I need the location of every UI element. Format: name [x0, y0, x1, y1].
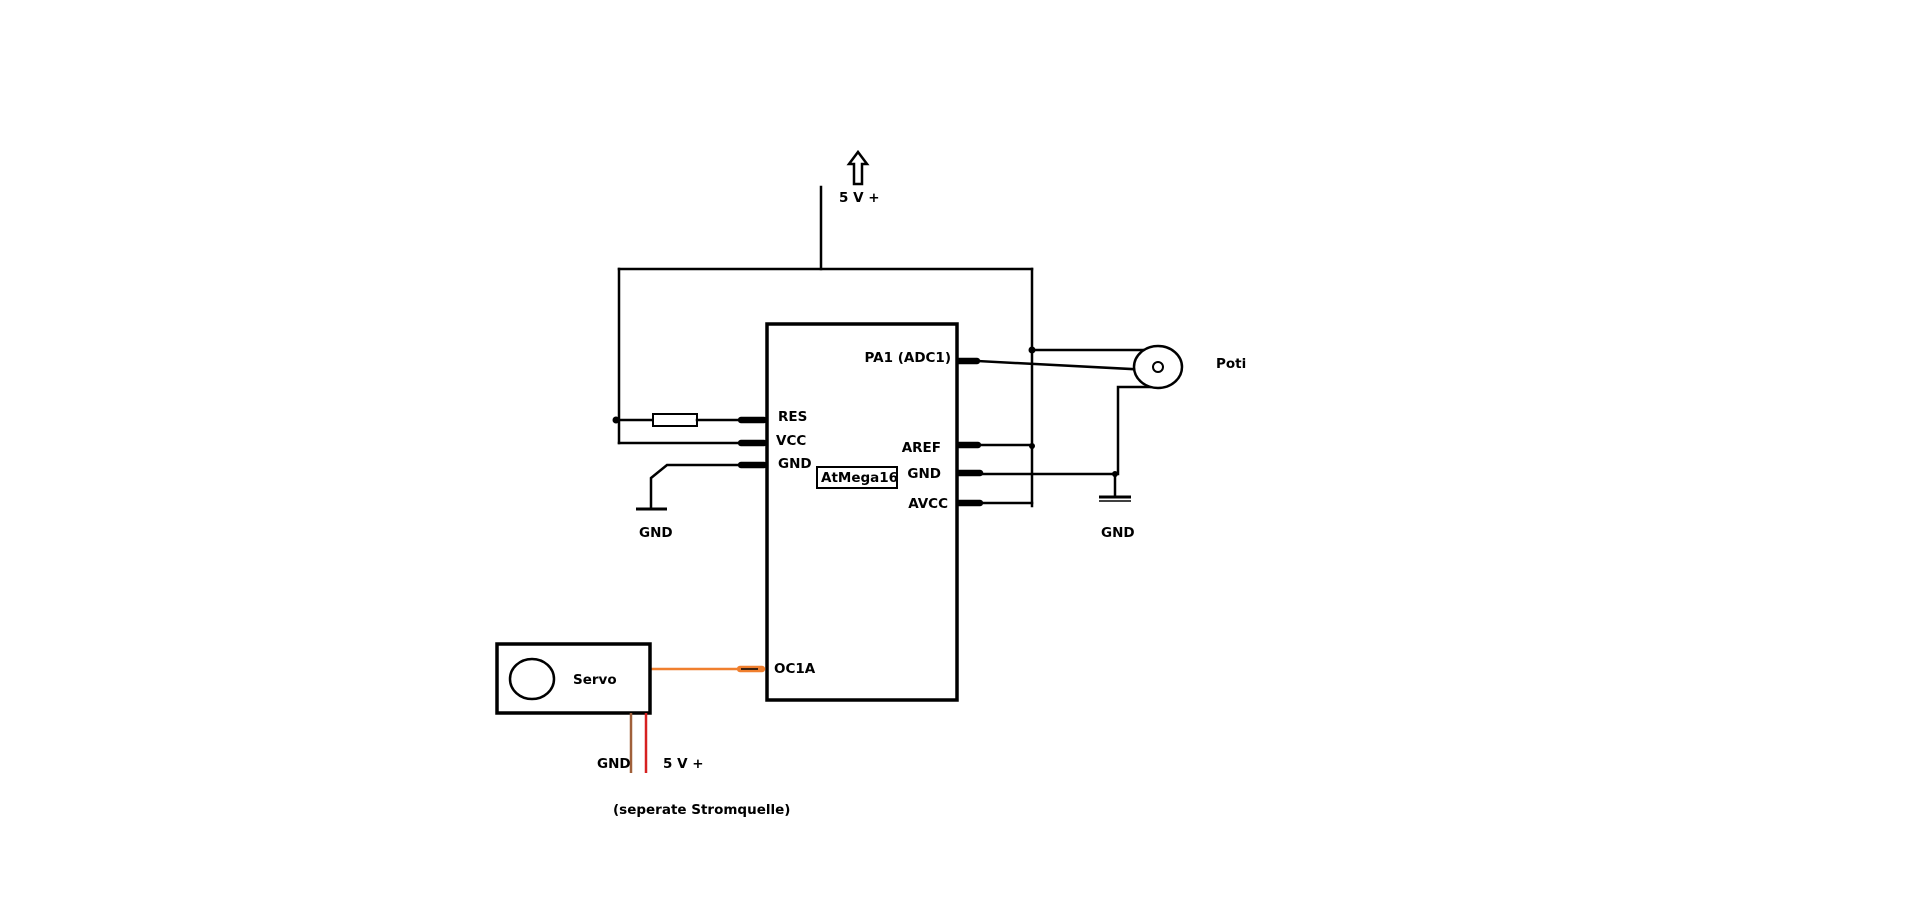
pot-gnd-wire: [1116, 385, 1152, 476]
gnd-right-label: GND: [1101, 525, 1135, 541]
servo-note: (seperate Stromquelle): [613, 802, 790, 818]
pin-label-pa1: PA1 (ADC1): [865, 350, 952, 366]
chip-name-box: [816, 466, 898, 489]
pin-label-vcc: VCC: [776, 433, 806, 449]
pin-label-gnd: GND: [778, 456, 812, 472]
pot-label: Poti: [1216, 356, 1246, 372]
junction-dot: [1029, 443, 1035, 449]
junction-dot: [1028, 346, 1036, 354]
servo-label: Servo: [573, 672, 617, 688]
potentiometer-knob-icon: [1152, 361, 1164, 373]
supply-label: 5 V +: [839, 190, 880, 206]
pot-wiper-wire: [975, 359, 1152, 372]
servo-gnd-label: GND: [597, 756, 631, 772]
chip-body: [765, 322, 959, 702]
supply-arrow-icon: [846, 149, 870, 186]
servo-horn-icon: [508, 657, 556, 701]
pin-label-avcc: AVCC: [908, 496, 948, 512]
pin-label-aref: AREF: [902, 440, 941, 456]
pin-label-res: RES: [778, 409, 807, 425]
pin-label-oc1a: OC1A: [774, 661, 816, 677]
pullup-resistor: [652, 413, 698, 427]
gnd-left-label: GND: [639, 525, 673, 541]
chip-name: AtMega16: [821, 470, 898, 486]
pin-label-gnd-right: GND: [907, 466, 941, 482]
servo-vplus-label: 5 V +: [663, 756, 704, 772]
junction-dot: [612, 416, 620, 424]
gnd-left-wire: [649, 463, 744, 511]
